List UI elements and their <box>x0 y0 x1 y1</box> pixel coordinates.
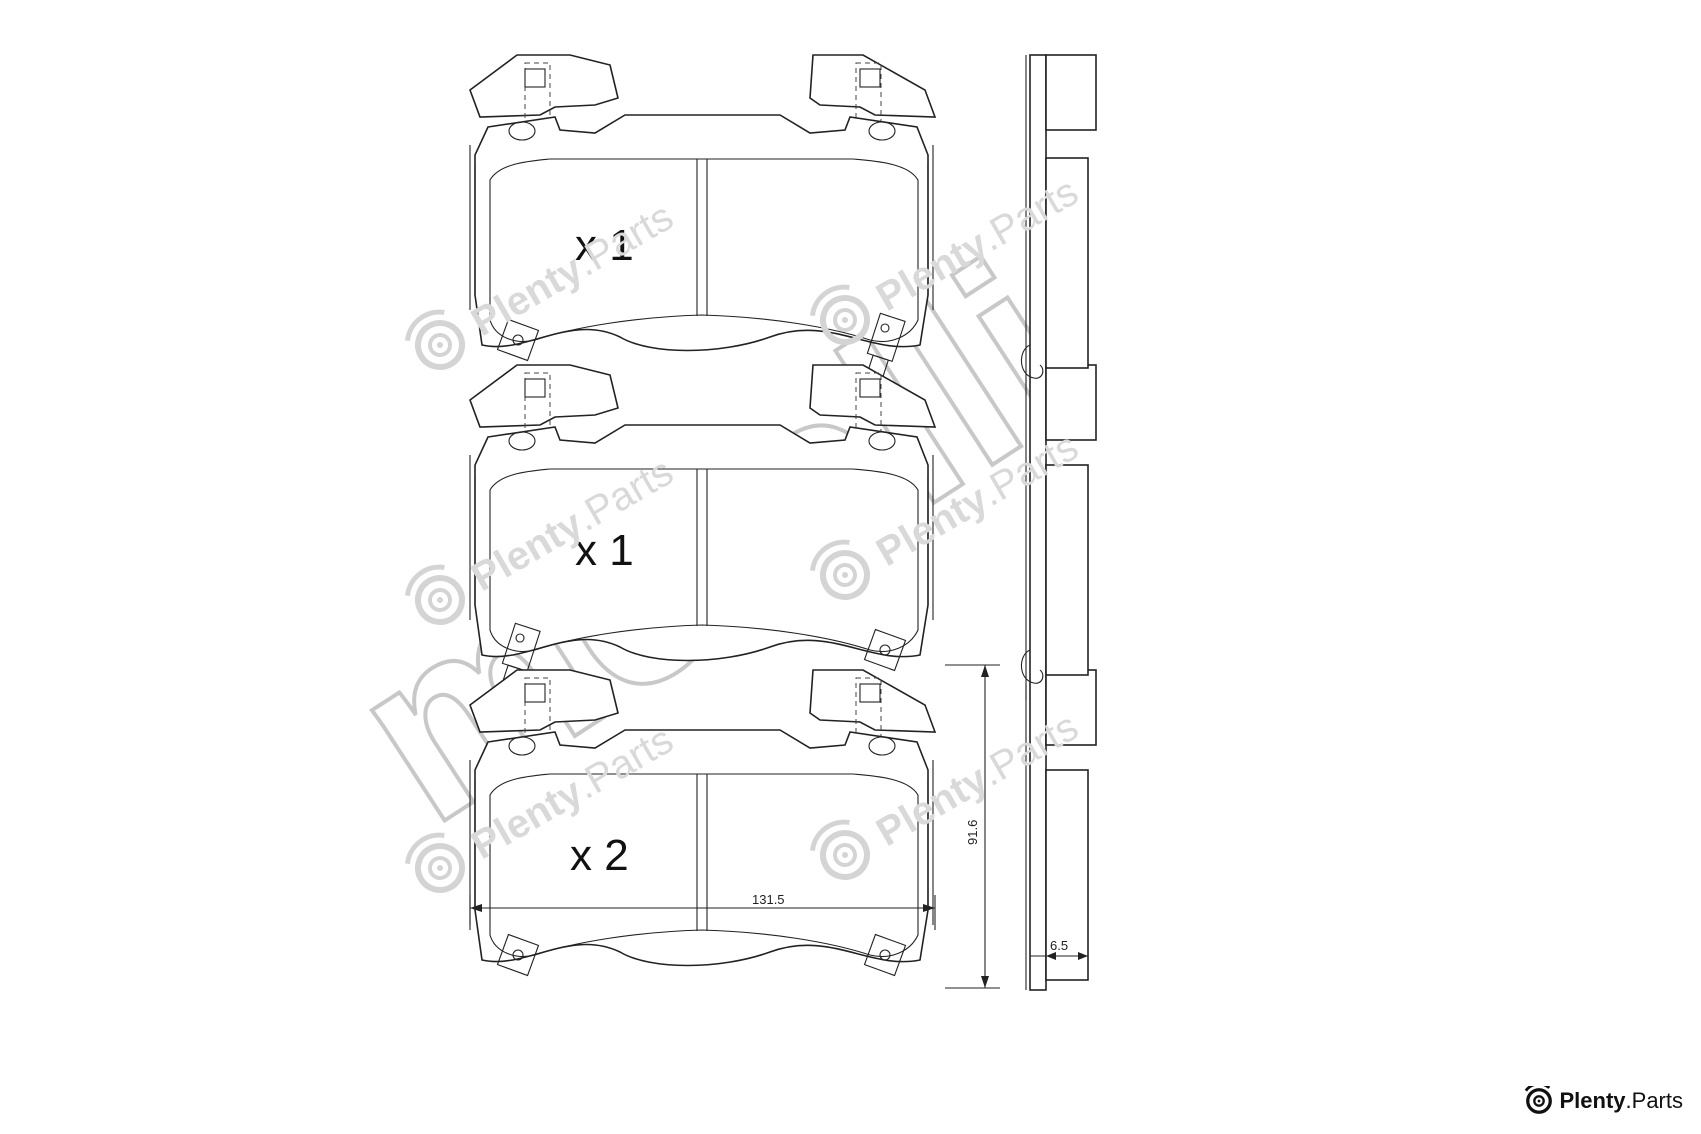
thickness-dimension-label: 6.5 <box>1050 938 1068 953</box>
side-profile-view <box>1020 54 1097 991</box>
quantity-label-1: x 1 <box>575 221 634 270</box>
thickness-dimension: 6.5 <box>1030 938 1088 960</box>
quantity-label-3: x 2 <box>570 831 629 880</box>
height-dimension-label: 91.6 <box>965 820 980 845</box>
brake-disc-icon <box>1524 1086 1552 1114</box>
footer-brand-text: Plenty.Parts <box>1559 1088 1684 1113</box>
width-dimension-label: 131.5 <box>752 892 785 907</box>
height-dimension: 91.6 <box>945 664 1000 989</box>
quantity-label-2: x 1 <box>575 526 634 575</box>
footer-logo: Plenty.Parts <box>1524 1086 1684 1116</box>
width-dimension: 131.5 <box>469 892 936 930</box>
brake-disc-icon <box>401 305 470 377</box>
brake-pad-1 <box>469 54 936 388</box>
